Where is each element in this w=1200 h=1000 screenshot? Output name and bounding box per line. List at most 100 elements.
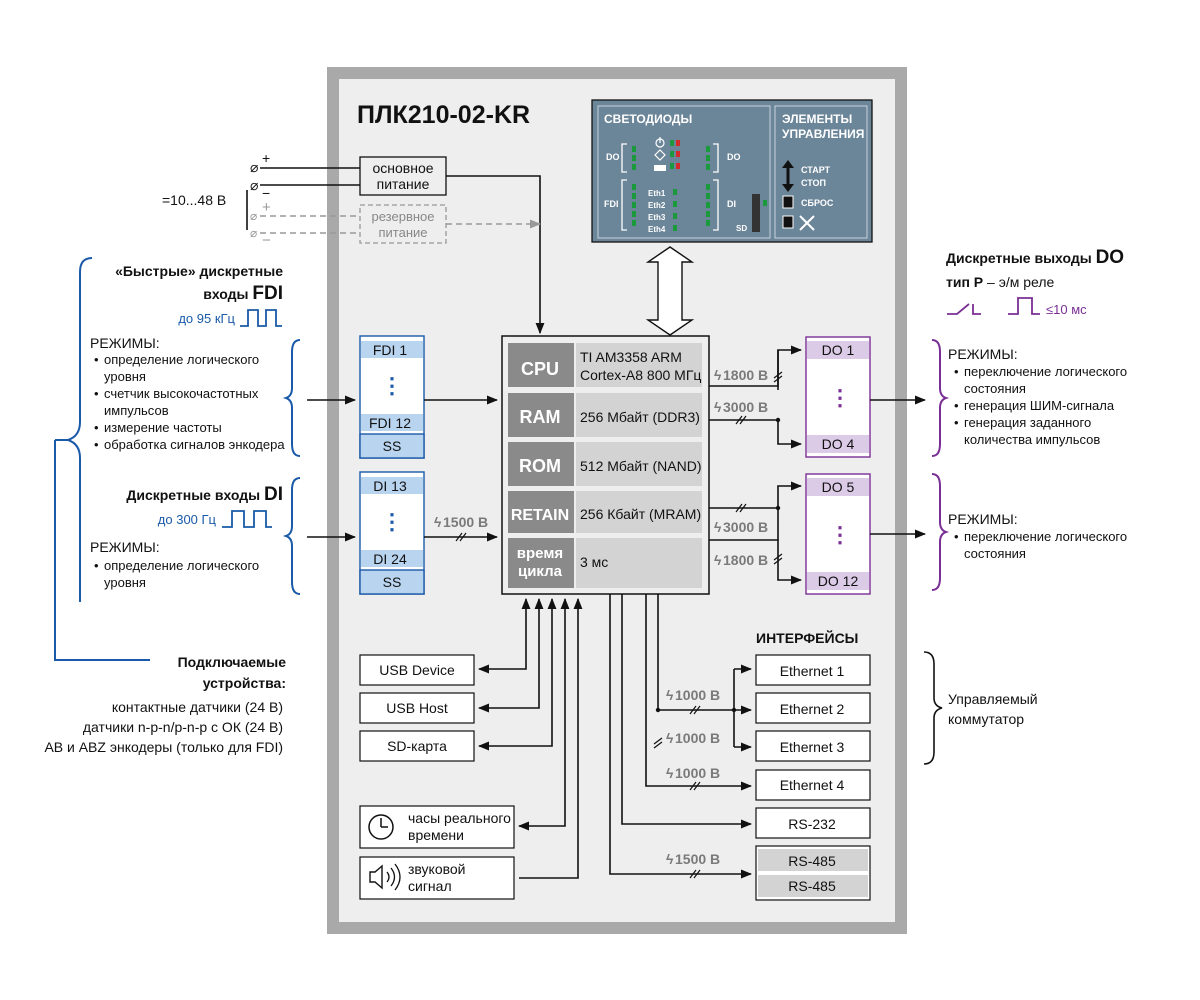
bullet: • — [954, 529, 959, 544]
controls-title: УПРАВЛЕНИЯ — [782, 127, 864, 141]
fdi-modes-title: РЕЖИМЫ: — [90, 335, 160, 351]
di-modes-title: РЕЖИМЫ: — [90, 539, 160, 555]
di-title: Дискретные входы DI — [126, 484, 283, 505]
start-label: СТАРТ — [801, 165, 831, 175]
led-label-di: DI — [727, 199, 736, 209]
led — [673, 213, 677, 219]
warning-icon — [654, 149, 666, 161]
mode-item: количества импульсов — [964, 432, 1100, 447]
di-first: DI 13 — [373, 478, 407, 494]
buzzer-label: звуковой — [408, 861, 466, 877]
bullet: • — [94, 352, 99, 367]
controls-title: ЭЛЕМЕНТЫ — [782, 112, 852, 126]
power-terminal-icon: ⌀ — [250, 159, 258, 175]
cpu-block: CPU TI AM3358 ARM Cortex-A8 800 МГц RAM … — [501, 335, 710, 595]
usb-host-box — [359, 692, 475, 724]
bullet: • — [94, 437, 99, 452]
led — [632, 193, 636, 199]
sd-card-label: SD-карта — [387, 738, 447, 754]
di-frequency: до 300 Гц — [158, 512, 217, 527]
led — [706, 220, 710, 226]
fdi-modes-bracket — [282, 339, 301, 457]
lightning-icon: ϟ — [714, 399, 722, 415]
lightning-icon: ϟ — [666, 851, 674, 867]
fdi-title: входы FDI — [203, 283, 283, 304]
usb-device-label: USB Device — [379, 662, 455, 678]
do-modes-bracket — [931, 473, 950, 591]
interface-port-box — [755, 769, 871, 801]
pulse-icon — [1008, 297, 1040, 315]
led — [632, 202, 636, 208]
do-title: Дискретные выходы DO — [946, 247, 1124, 268]
buzzer-label: сигнал — [408, 878, 452, 894]
do-block-2: DO 5 ⋮ DO 12 — [805, 473, 871, 595]
power-terminal-icon: ⌀ — [250, 177, 258, 193]
mode-item: генерация заданного — [964, 415, 1091, 430]
do-type: тип Р – э/м реле — [946, 274, 1055, 290]
led — [673, 225, 677, 231]
eth2-label: Ethernet 2 — [780, 701, 845, 717]
cpu-row-value-bg — [576, 538, 702, 588]
rom-value: 512 Мбайт (NAND) — [580, 458, 702, 474]
isolation-label: 1800 В — [723, 367, 768, 383]
devices-bracket — [64, 257, 93, 602]
led-label-fdi: FDI — [604, 199, 619, 209]
power-minus-reserve: − — [262, 232, 271, 249]
cpu-row-value-bg — [576, 491, 702, 533]
service-tools-icon — [799, 215, 815, 231]
bullet: • — [954, 398, 959, 413]
led — [706, 164, 710, 170]
pulse-icon — [222, 510, 272, 528]
do-dots: ⋮ — [829, 522, 851, 547]
reset-button[interactable] — [782, 195, 794, 209]
reserve-power-label: питание — [378, 225, 427, 240]
peripherals: USB Device USB Host SD-карта часы реальн… — [359, 654, 515, 900]
fdi-frequency: до 95 кГц — [178, 311, 235, 326]
led — [706, 193, 710, 199]
mode-item: счетчик высокочастотных — [104, 386, 259, 401]
power-plus-reserve: + — [262, 199, 271, 216]
power-section: =10...48 В + − ⌀ ⌀ + − ⌀ ⌀ основное пита… — [162, 150, 545, 335]
fdi-dots: ⋮ — [381, 373, 403, 398]
power-voltage: =10...48 В — [162, 192, 226, 208]
interface-port-box — [755, 807, 871, 839]
power-terminal-icon: ⌀ — [250, 209, 257, 223]
eth-led-label: Eth2 — [648, 201, 666, 210]
led-panel-title: СВЕТОДИОДЫ — [604, 112, 692, 126]
mode-item: измерение частоты — [104, 420, 222, 435]
bullet: • — [94, 420, 99, 435]
mode-item: определение логического — [104, 352, 259, 367]
bullet: • — [94, 386, 99, 401]
lightning-icon: ϟ — [666, 730, 674, 746]
led-label-do: DO — [727, 152, 741, 162]
rs485-label: RS-485 — [788, 878, 836, 894]
eth-led-label: Eth4 — [648, 225, 666, 234]
led — [673, 189, 677, 195]
do-first: DO 1 — [822, 342, 855, 358]
fdi-block: FDI 1 ⋮ FDI 12 SS — [359, 335, 425, 459]
service-button[interactable] — [782, 215, 794, 229]
mode-item: уровня — [104, 575, 146, 590]
led — [706, 146, 710, 152]
clock-icon — [368, 814, 394, 840]
di-dots: ⋮ — [381, 509, 403, 534]
cycle-key: время — [517, 545, 563, 562]
cpu-key: CPU — [521, 359, 559, 379]
fdi-last: FDI 12 — [369, 415, 411, 431]
cpu-row-key-bg — [508, 538, 574, 588]
di-ss: SS — [383, 574, 402, 590]
start-stop-switch[interactable] — [782, 160, 794, 192]
lightning-icon: ϟ — [714, 367, 722, 383]
power-minus: − — [262, 185, 270, 201]
usb-device-box — [359, 654, 475, 686]
cpu-row-key-bg — [508, 393, 574, 437]
led — [676, 151, 680, 157]
devices-title: Подключаемые — [178, 654, 287, 670]
sd-led — [763, 200, 767, 206]
rs232-label: RS-232 — [788, 816, 836, 832]
lightning-icon: ϟ — [714, 552, 722, 568]
mode-item: обработка сигналов энкодера — [104, 437, 285, 452]
rtc-label: часы реального — [408, 810, 511, 826]
cpu-row-key-bg — [508, 442, 574, 486]
